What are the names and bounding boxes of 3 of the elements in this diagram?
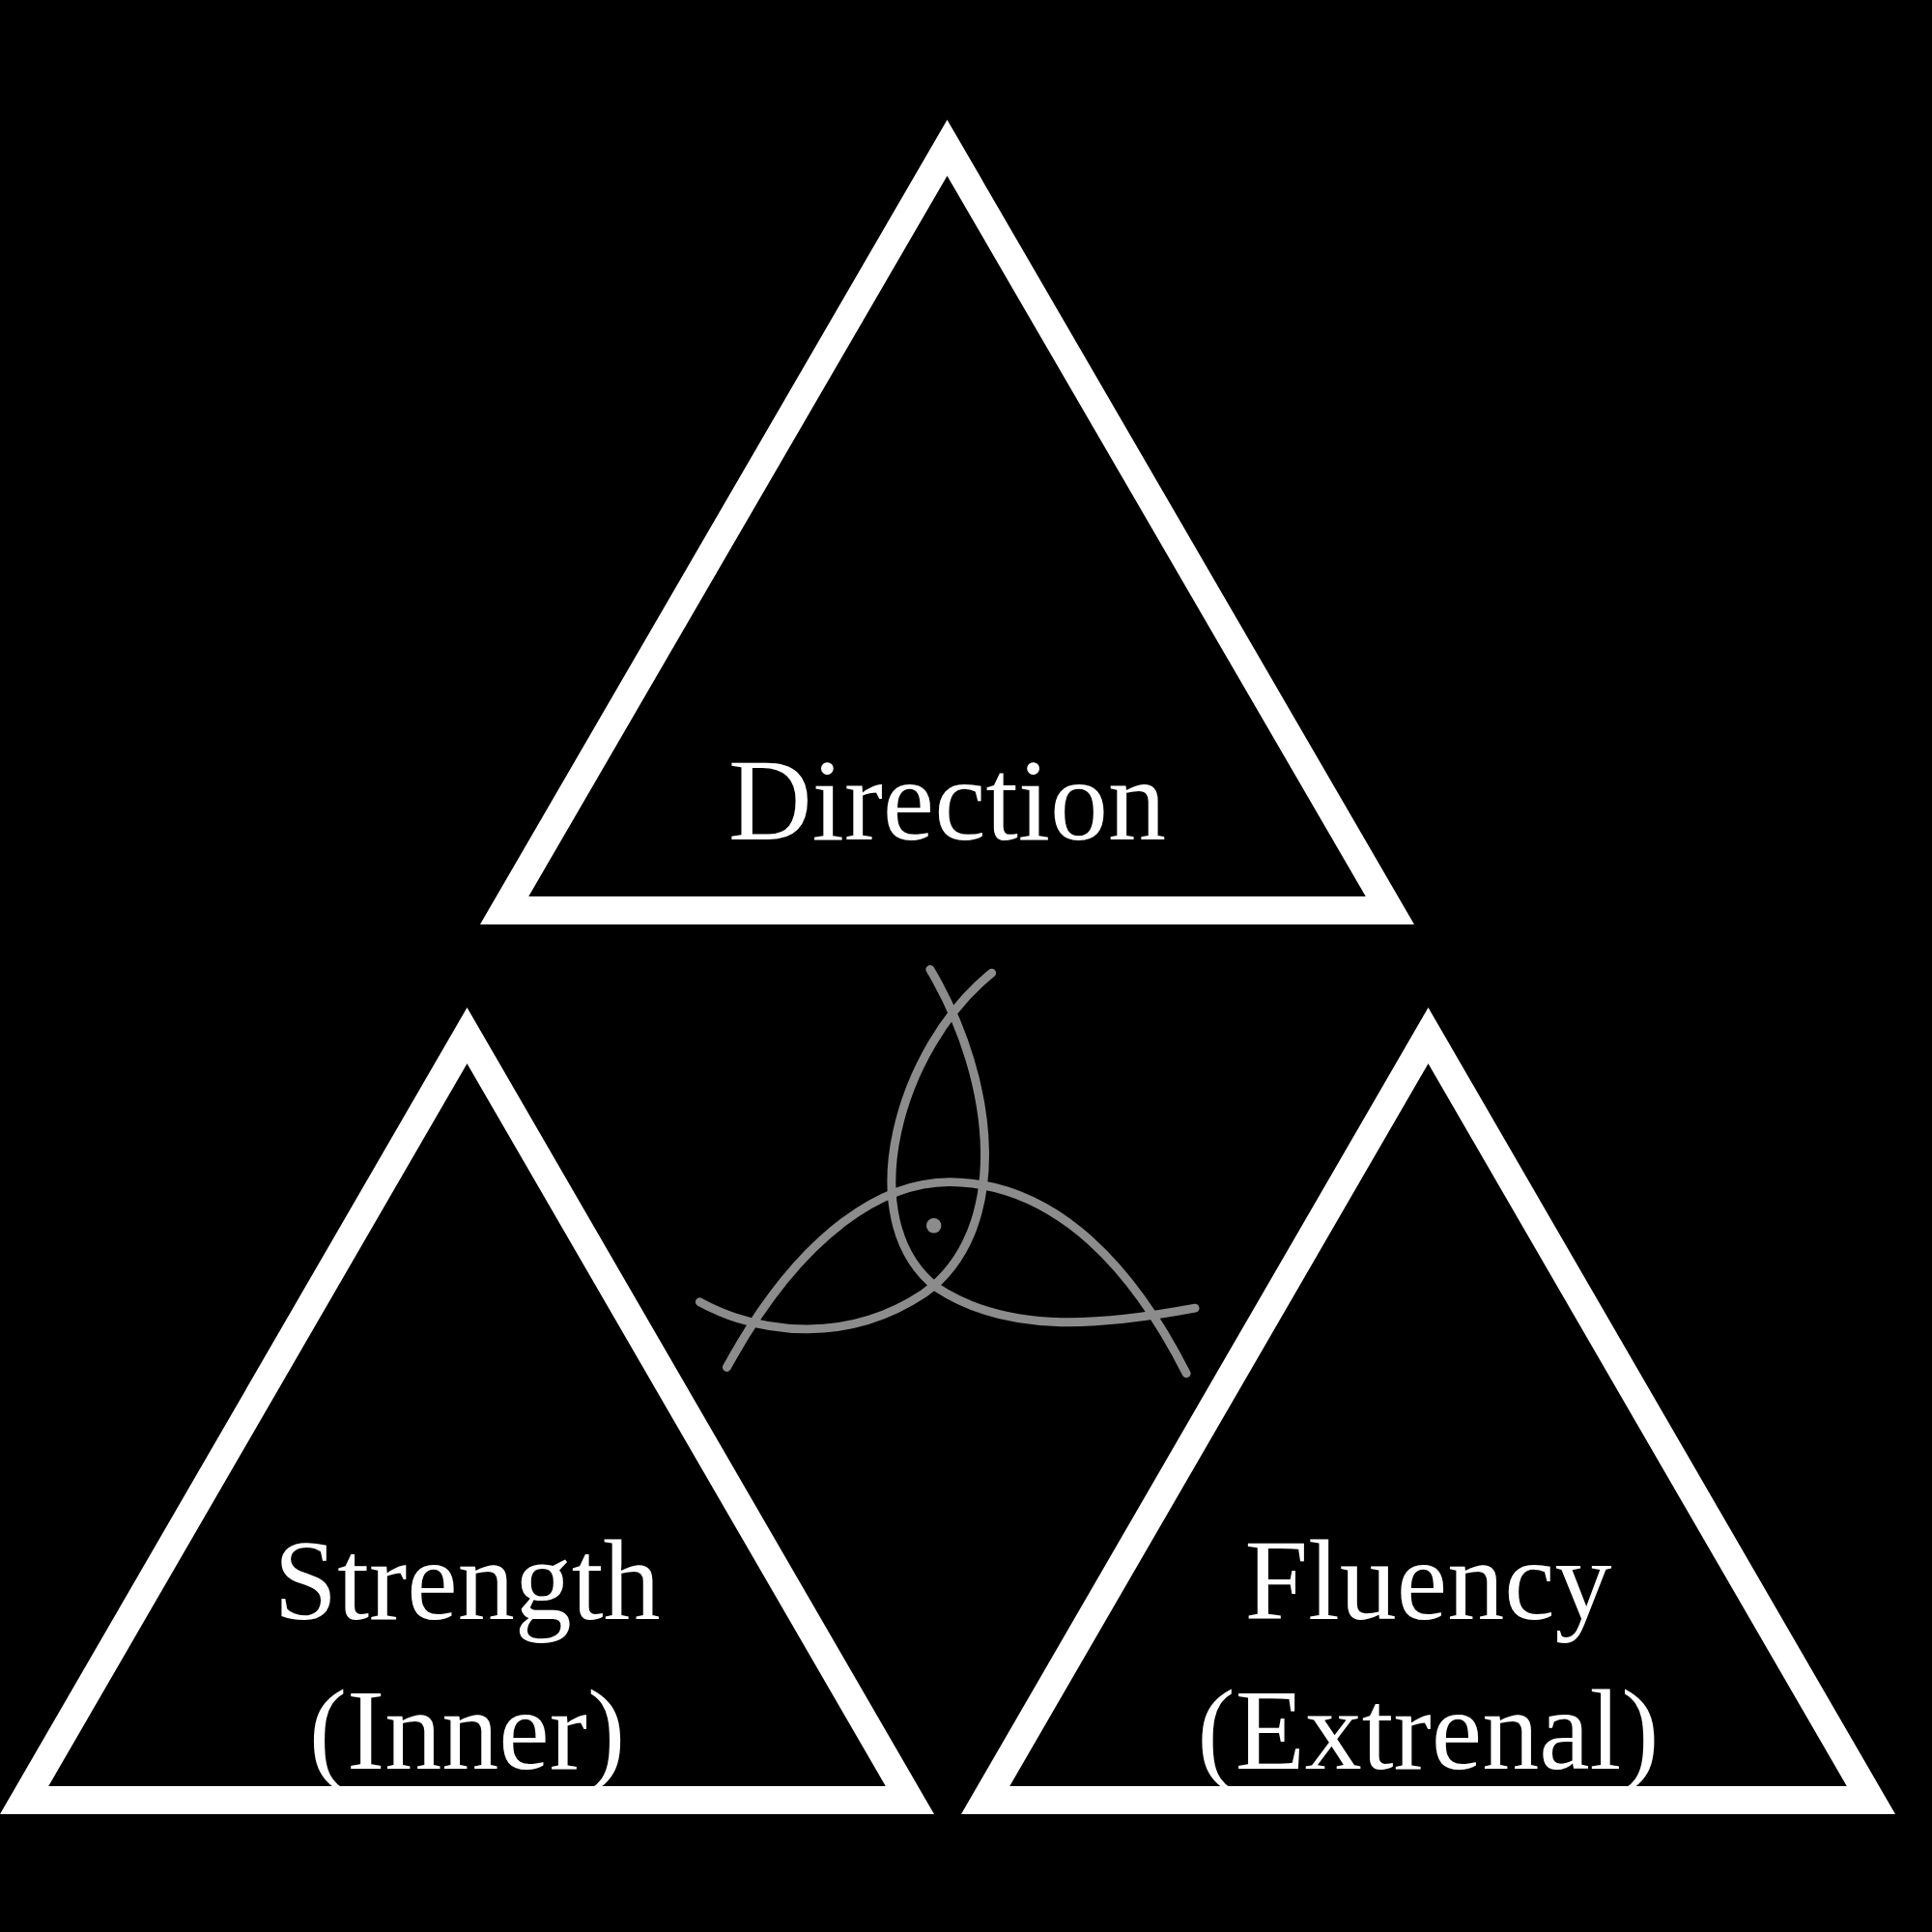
- triangle-label: Fluency (Extrenal): [1196, 1517, 1661, 1796]
- triangle-label: Strength (Inner): [272, 1517, 662, 1796]
- triangle-label: Direction: [726, 738, 1168, 864]
